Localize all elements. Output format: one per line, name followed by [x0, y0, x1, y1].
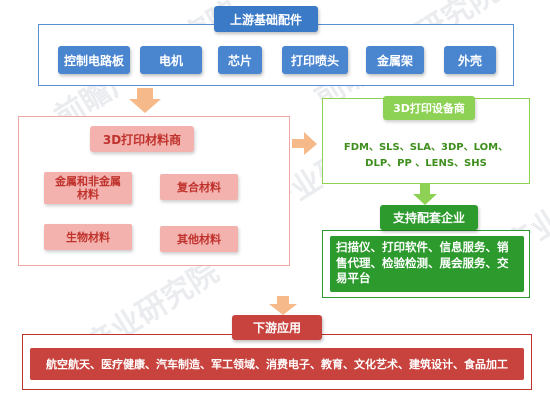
arrow-right-materials-to-equipment [292, 132, 317, 155]
upstream-item: 电机 [140, 46, 202, 74]
upstream-item: 控制电路板 [58, 46, 130, 74]
support-services: 扫描仪、打印软件、信息服务、销售代理、检验检测、展会服务、交易平台 [330, 236, 524, 292]
arrow-down-materials-to-downstream [269, 296, 297, 315]
equipment-title: 3D打印设备商 [383, 96, 475, 120]
equipment-line-1: FDM、SLS、SLA、3DP、LOM、 [343, 142, 509, 153]
downstream-title: 下游应用 [232, 315, 322, 340]
upstream-item: 外壳 [444, 46, 496, 74]
materials-item: 其他材料 [160, 226, 238, 252]
upstream-item: 打印喷头 [282, 46, 348, 74]
upstream-title: 上游基础配件 [214, 6, 318, 32]
materials-item: 复合材料 [160, 174, 238, 200]
arrow-down-upstream-to-materials [129, 88, 161, 113]
downstream-applications: 航空航天、医疗健康、汽车制造、军工领域、消费电子、教育、文化艺术、建筑设计、食品… [30, 348, 524, 380]
arrow-down-equipment-to-support [413, 184, 437, 205]
materials-title: 3D打印材料商 [90, 126, 194, 152]
upstream-item: 金属架 [366, 46, 424, 74]
materials-item: 金属和非金属材料 [44, 172, 132, 204]
equipment-technologies: FDM、SLS、SLA、3DP、LOM、 DLP、PP 、LENS、SHS [340, 140, 512, 172]
materials-item: 生物材料 [44, 224, 132, 250]
support-title: 支持配套企业 [380, 205, 478, 230]
equipment-line-2: DLP、PP 、LENS、SHS [365, 158, 487, 169]
upstream-item: 芯片 [218, 46, 262, 74]
